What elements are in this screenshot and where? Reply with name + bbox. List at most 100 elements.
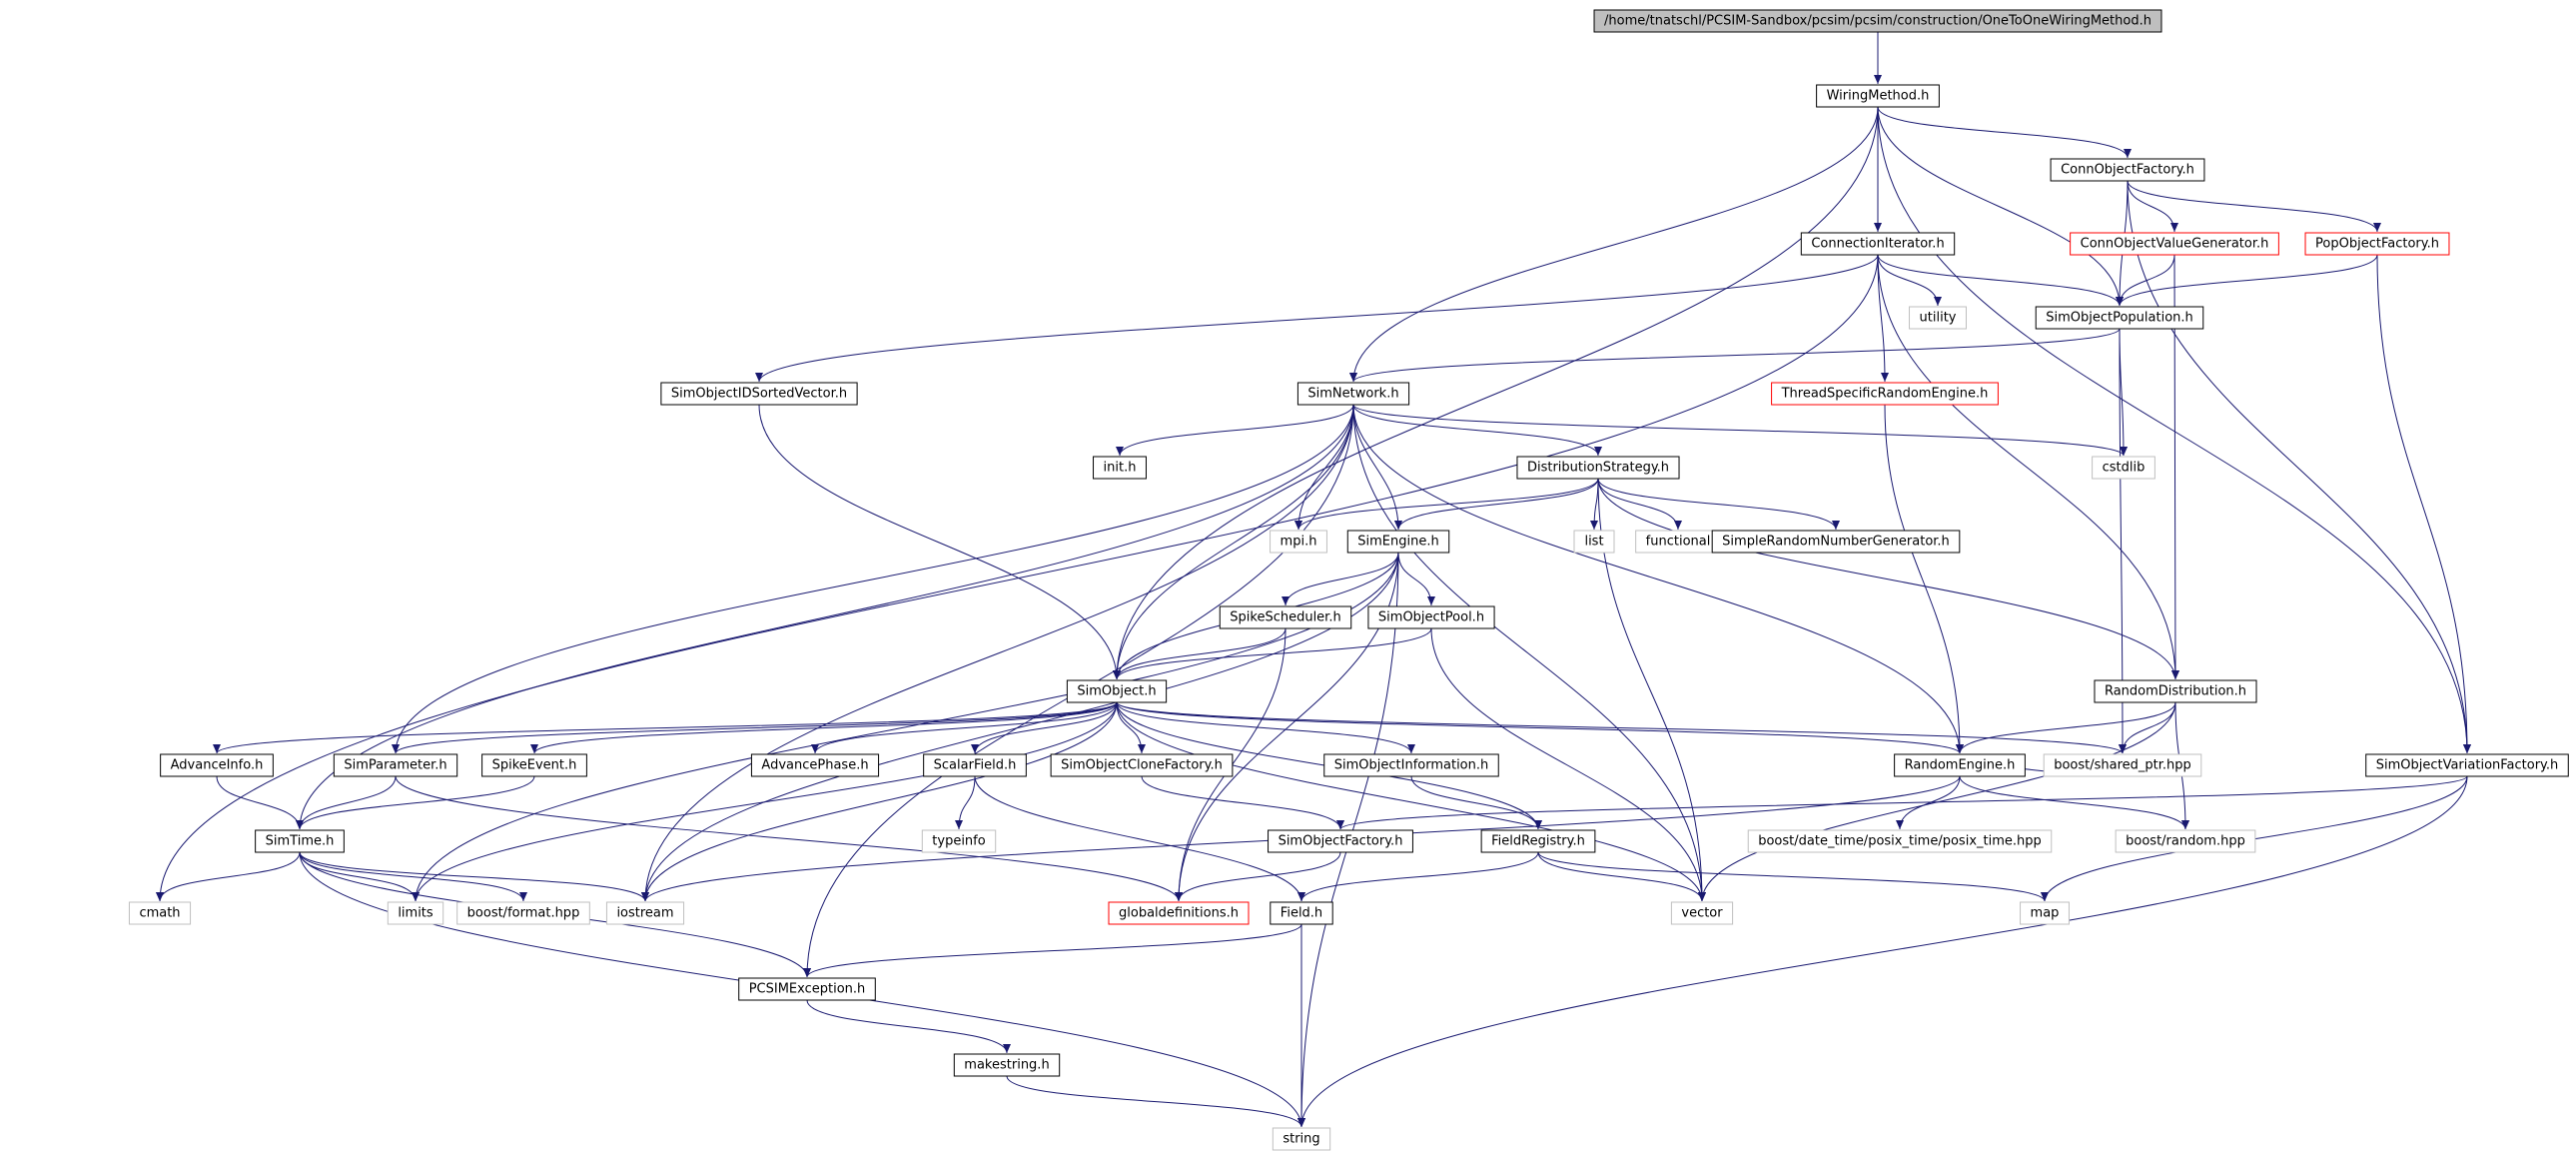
edge-siminfo-to-fieldreg xyxy=(1410,775,1542,830)
node-box xyxy=(1771,382,1999,406)
node-label: SimpleRandomNumberGenerator.h xyxy=(1722,535,1950,550)
edge-scalarfield-to-field xyxy=(974,775,1305,902)
node-label: SimObjectVariationFactory.h xyxy=(2376,758,2559,773)
edge-diststrat-to-mpih xyxy=(1294,478,1599,531)
node-vector: vector xyxy=(1670,901,1734,925)
node-box xyxy=(1323,753,1499,777)
edge-spikeevent-to-simtime xyxy=(296,775,535,830)
node-label: PCSIMException.h xyxy=(749,982,866,997)
edge-connfactory-to-popfactory xyxy=(2127,180,2381,233)
node-globaldefs: globaldefinitions.h xyxy=(1108,901,1250,925)
node-label: limits xyxy=(398,906,433,921)
edge-simobject-to-advphase xyxy=(811,701,1118,754)
node-iostream: iostream xyxy=(605,901,685,925)
node-box xyxy=(1367,605,1495,629)
node-box xyxy=(1894,753,2026,777)
node-label: AdvancePhase.h xyxy=(761,758,868,773)
node-box xyxy=(1516,456,1680,480)
node-label: globaldefinitions.h xyxy=(1119,906,1239,921)
edge-connvalgen-to-simpop xyxy=(2116,254,2175,307)
node-simpool: SimObjectPool.h xyxy=(1367,605,1495,629)
node-label: SimTime.h xyxy=(266,834,335,849)
node-box xyxy=(1346,530,1450,554)
edge-makestring-to-string xyxy=(1006,1075,1305,1128)
node-label: SimObjectIDSortedVector.h xyxy=(671,387,847,402)
edge-conniter-to-simpop xyxy=(1877,254,2124,307)
edge-randengine-to-posixtime xyxy=(1896,775,1961,830)
edge-popfactory-to-simpop xyxy=(2116,254,2378,307)
node-fieldreg: FieldRegistry.h xyxy=(1480,829,1596,853)
node-label: boost/shared_ptr.hpp xyxy=(2054,758,2191,773)
edge-fieldreg-to-vector xyxy=(1537,851,1706,902)
node-label: ConnectionIterator.h xyxy=(1811,237,1944,252)
node-box xyxy=(660,382,858,406)
node-box xyxy=(2365,753,2569,777)
node-sharedptr: boost/shared_ptr.hpp xyxy=(2043,753,2202,777)
edge-simtime-to-cmath xyxy=(156,851,301,902)
node-label: SimObjectInformation.h xyxy=(1334,758,1489,773)
node-label: RandomDistribution.h xyxy=(2105,684,2246,699)
node-posixtime: boost/date_time/posix_time/posix_time.hp… xyxy=(1747,829,2053,853)
node-spikesched: SpikeScheduler.h xyxy=(1219,605,1352,629)
node-box xyxy=(387,901,444,925)
node-functional: functional xyxy=(1635,530,1721,554)
node-box xyxy=(1268,829,1413,853)
node-conniter: ConnectionIterator.h xyxy=(1800,232,1956,256)
edge-wiring-to-simobject xyxy=(1113,106,1879,680)
edge-simfactory-to-globaldefs xyxy=(1175,851,1341,902)
node-box xyxy=(1272,1127,1331,1151)
edge-simnet-to-simobject xyxy=(1113,404,1354,680)
node-label: SimNetwork.h xyxy=(1307,387,1398,402)
edge-varfactory-to-simfactory xyxy=(1336,775,2468,830)
node-label: SimEngine.h xyxy=(1357,535,1438,550)
edge-scalarfield-to-typeinfo xyxy=(955,775,976,830)
node-box xyxy=(1800,232,1956,256)
edge-simtime-to-format xyxy=(299,851,527,902)
edge-randdist-to-sharedptr xyxy=(2119,701,2176,754)
edge-simobject-to-clonefactory xyxy=(1116,701,1146,754)
edge-threadrand-to-randengine xyxy=(1884,404,1964,754)
edge-simnet-to-cstdlib xyxy=(1352,404,2128,457)
node-box xyxy=(2115,829,2256,853)
node-box xyxy=(128,901,192,925)
node-box xyxy=(1573,530,1615,554)
edge-simobject-to-siminfo xyxy=(1116,701,1415,754)
node-box xyxy=(2094,679,2257,703)
edge-conniter-to-randdist xyxy=(1877,254,2179,680)
node-boostrandom: boost/random.hpp xyxy=(2115,829,2256,853)
node-label: boost/random.hpp xyxy=(2126,834,2245,849)
node-simnet: SimNetwork.h xyxy=(1296,382,1410,406)
node-box xyxy=(1219,605,1352,629)
node-box xyxy=(255,829,345,853)
node-label: string xyxy=(1283,1132,1319,1147)
node-box xyxy=(1093,456,1147,480)
node-label: RandomEngine.h xyxy=(1905,758,2016,773)
edge-simpool-to-simobject xyxy=(1113,627,1432,680)
node-label: SimObjectCloneFactory.h xyxy=(1061,758,1223,773)
edge-simobject-to-spikeevent xyxy=(530,701,1118,754)
node-label: ScalarField.h xyxy=(934,758,1017,773)
edge-simobject-to-advinfo xyxy=(213,701,1118,754)
node-map: map xyxy=(2020,901,2070,925)
node-label: SimParameter.h xyxy=(344,758,446,773)
node-label: init.h xyxy=(1104,461,1137,476)
node-sortedvec: SimObjectIDSortedVector.h xyxy=(660,382,858,406)
node-label: SimObject.h xyxy=(1077,684,1156,699)
edge-diststrat-to-functional xyxy=(1597,478,1682,531)
node-spikeevent: SpikeEvent.h xyxy=(481,753,587,777)
edge-diststrat-to-list xyxy=(1590,478,1599,531)
edge-randengine-to-boostrandom xyxy=(1959,775,2189,830)
node-diststrat: DistributionStrategy.h xyxy=(1516,456,1680,480)
edge-simnet-to-vector xyxy=(1352,404,1706,902)
node-label: typeinfo xyxy=(932,834,985,849)
node-box xyxy=(456,901,590,925)
node-label: WiringMethod.h xyxy=(1827,89,1930,104)
edge-simengine-to-spikesched xyxy=(1282,552,1399,606)
node-box xyxy=(2092,456,2155,480)
node-box xyxy=(1816,84,1940,108)
node-simpop: SimObjectPopulation.h xyxy=(2035,306,2204,330)
edge-pcsimexc-to-makestring xyxy=(806,999,1011,1054)
node-label: ConnObjectValueGenerator.h xyxy=(2081,237,2269,252)
node-limits: limits xyxy=(387,901,444,925)
edge-conniter-to-utility xyxy=(1877,254,1942,307)
